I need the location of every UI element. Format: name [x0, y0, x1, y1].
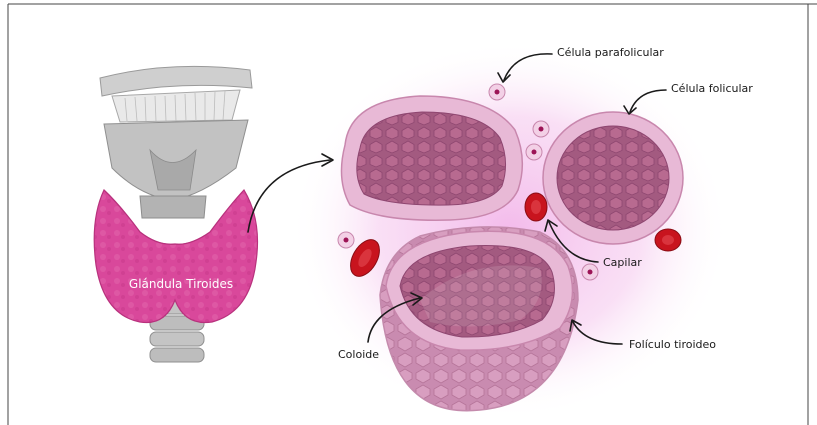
follicular-label: Célula folicular: [671, 82, 753, 95]
capillary-label: Capilar: [603, 256, 642, 269]
follicle-label: Folículo tiroideo: [629, 338, 716, 351]
follicle-top-left: [341, 96, 522, 220]
follicle-top-right: [543, 112, 683, 244]
gland-label: Glándula Tiroides: [129, 277, 233, 291]
parafollicular-label: Célula parafolicular: [557, 46, 664, 59]
colloid-label: Coloide: [338, 348, 379, 361]
